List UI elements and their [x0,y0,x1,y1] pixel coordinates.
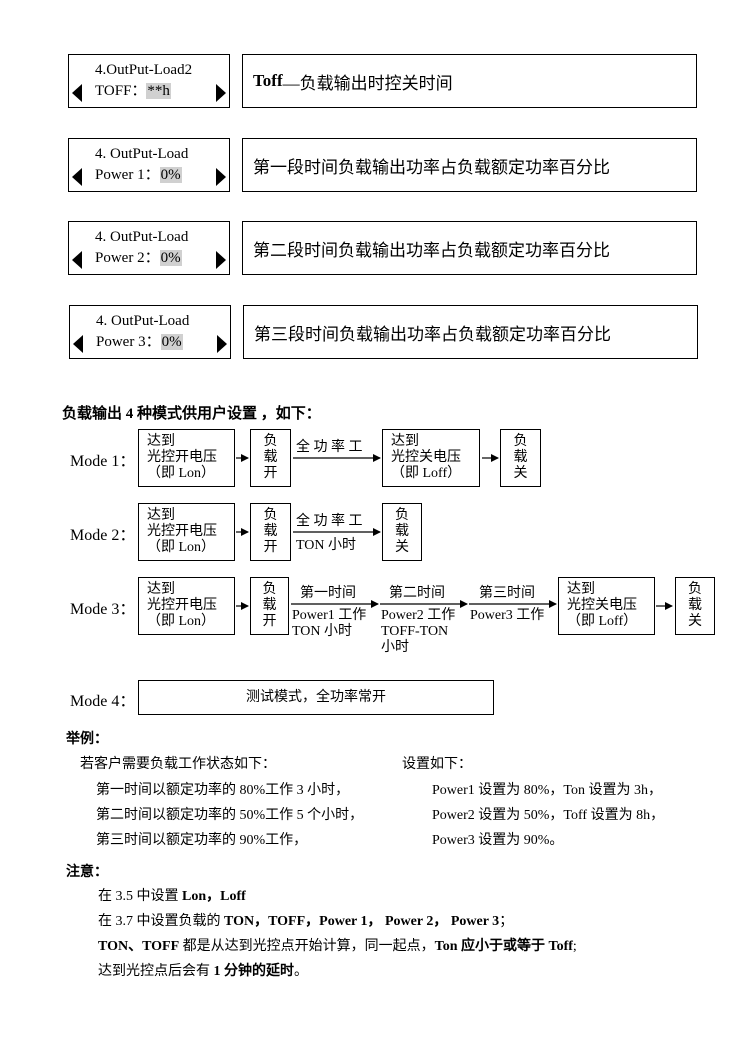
right-arrow-icon [216,84,226,102]
lcd-line1: 4. OutPut-Load [96,313,190,329]
mode2-load-on-box: 负载开 [250,503,291,561]
mode1-stop-box: 达到 光控关电压 （即 Loff） [382,429,480,487]
mode3-seg2-sub1: Power2 工作 [381,608,456,623]
mode1-start-box: 达到 光控开电压 （即 Lon） [138,429,235,487]
left-arrow-icon [72,168,82,186]
left-arrow-icon [72,251,82,269]
example-left-3: 第三时间以额定功率的 90%工作， [96,833,308,848]
mode2-load-off-box: 负载关 [382,503,422,561]
mode3-seg1-sub2: TON 小时 [292,624,353,639]
lcd-value: 0% [159,167,182,183]
lcd-line2: Power 3：0% [96,334,183,350]
lcd-screen-power2: 4. OutPut-Load Power 2：0% [68,221,230,275]
note-line-4: 达到光控点后会有 1 分钟的延时。 [98,964,308,979]
right-arrow-icon [216,251,226,269]
example-right-0: 设置如下： [402,757,472,772]
mode4-box: 测试模式，全功率常开 [138,680,494,715]
note-line-2: 在 3.7 中设置负载的 TON，TOFF，Power 1， Power 2， … [98,914,514,929]
mode3-seg1-label: 第一时间 [300,586,356,601]
mode3-seg3-sub1: Power3 工作 [470,608,545,623]
note-line-1: 在 3.5 中设置 Lon，Loff [98,889,246,904]
example-heading: 举例： [66,732,108,747]
mode1-label: Mode 1： [70,453,136,470]
mode3-stop-box: 达到 光控关电压 （即 Loff） [558,577,655,635]
example-left-2: 第二时间以额定功率的 50%工作 5 个小时， [96,808,364,823]
mode2-start-box: 达到 光控开电压 （即 Lon） [138,503,235,561]
lcd-description-power2: 第二段时间负载输出功率占负载额定功率百分比 [242,221,697,275]
mode4-label: Mode 4： [70,693,136,710]
lcd-value: **h [146,83,171,99]
example-left-1: 第一时间以额定功率的 80%工作 3 小时， [96,783,350,798]
mode3-seg3-label: 第三时间 [479,586,535,601]
lcd-line2: Power 2：0% [95,250,182,266]
lcd-screen-power1: 4. OutPut-Load Power 1：0% [68,138,230,192]
lcd-line1: 4. OutPut-Load [95,229,189,245]
mode1-load-off-box: 负载关 [500,429,541,487]
lcd-line2: Power 1：0% [95,167,182,183]
right-arrow-icon [217,335,227,353]
left-arrow-icon [73,335,83,353]
lcd-line2: TOFF：**h [95,83,171,99]
lcd-value: 0% [160,334,183,350]
mode1-arrow-label: 全 功 率 工 [296,440,363,455]
example-right-3: Power3 设置为 90%。 [432,833,564,848]
lcd-screen-power3: 4. OutPut-Load Power 3：0% [69,305,231,359]
mode3-load-on-box: 负载开 [250,577,289,635]
mode3-label: Mode 3： [70,601,136,618]
mode2-arrow-label: 全 功 率 工 [296,514,363,529]
example-right-1: Power1 设置为 80%，Ton 设置为 3h， [432,783,663,798]
mode3-load-off-box: 负载关 [675,577,715,635]
lcd-description-toff: Toff—负载输出时控关时间 [242,54,697,108]
lcd-line1: 4.OutPut-Load2 [95,62,193,78]
mode2-label: Mode 2： [70,527,136,544]
mode3-seg2-sub2: TOFF-TON [381,624,449,639]
example-left-0: 若客户需要负载工作状态如下： [80,757,276,772]
lcd-line1: 4. OutPut-Load [95,146,189,162]
mode3-seg2-label: 第二时间 [389,586,445,601]
modes-heading: 负载输出 4 种模式供用户设置 ，如下： [62,406,321,422]
lcd-value: 0% [159,250,182,266]
mode3-seg1-sub1: Power1 工作 [292,608,367,623]
note-heading: 注意： [66,865,108,880]
lcd-screen-toff: 4.OutPut-Load2 TOFF：**h [68,54,230,108]
left-arrow-icon [72,84,82,102]
mode3-seg2-sub3: 小时 [381,640,409,655]
mode1-load-on-box: 负载开 [250,429,291,487]
example-right-2: Power2 设置为 50%，Toff 设置为 8h， [432,808,665,823]
mode2-arrow-sublabel: TON 小时 [296,538,357,553]
lcd-description-power3: 第三段时间负载输出功率占负载额定功率百分比 [243,305,698,359]
lcd-description-power1: 第一段时间负载输出功率占负载额定功率百分比 [242,138,697,192]
mode3-start-box: 达到 光控开电压 （即 Lon） [138,577,235,635]
note-line-3: TON、TOFF 都是从达到光控点开始计算，同一起点，Ton 应小于或等于 To… [98,939,577,954]
right-arrow-icon [216,168,226,186]
